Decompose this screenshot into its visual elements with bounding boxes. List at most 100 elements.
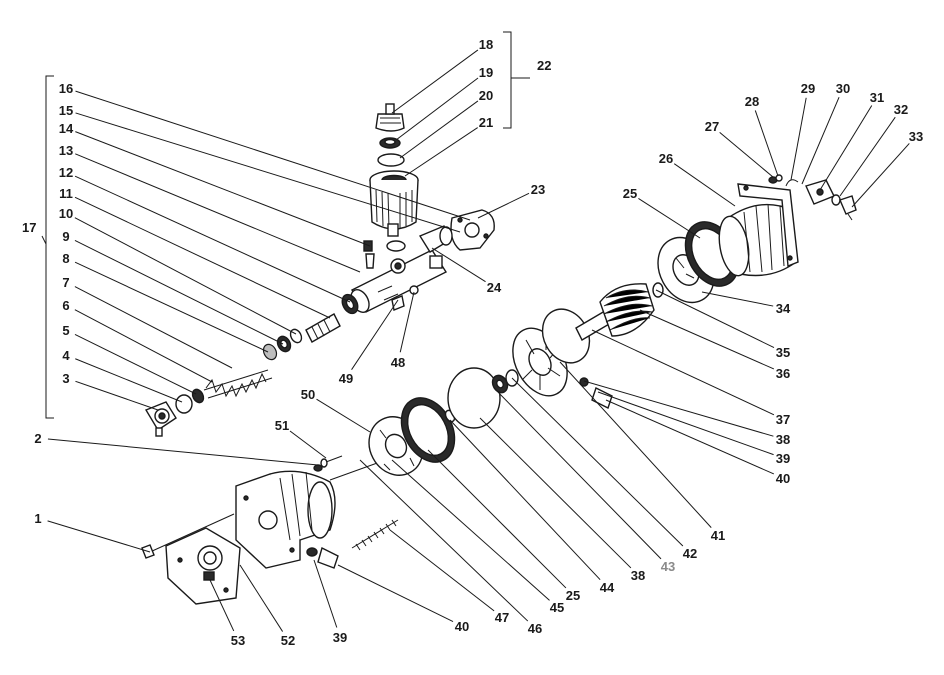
- callout-26: 26: [659, 151, 736, 207]
- leader-line: [75, 153, 361, 273]
- leader-line: [75, 131, 371, 247]
- leader-line: [395, 77, 479, 141]
- callout-label: 26: [659, 151, 673, 166]
- leader-line: [431, 247, 486, 283]
- callout-11: 11: [59, 186, 331, 319]
- leader-line: [655, 289, 775, 349]
- callout-42: 42: [511, 377, 697, 561]
- leader-line: [591, 329, 775, 416]
- leader-line: [209, 579, 235, 632]
- callout-34: 34: [701, 291, 791, 316]
- leader-line: [74, 175, 351, 303]
- callout-38a: 38: [583, 380, 790, 447]
- callout-label: 33: [909, 129, 923, 144]
- leader-line: [839, 116, 896, 197]
- part-clip-29: [785, 179, 799, 187]
- part-valve-body-30: [805, 179, 835, 205]
- callout-label: 7: [62, 275, 69, 290]
- callout-label: 3: [62, 371, 69, 386]
- callout-label: 18: [479, 37, 493, 52]
- bracket-22: 22: [503, 31, 551, 129]
- callout-label: 37: [776, 412, 790, 427]
- callout-38b: 38: [479, 417, 645, 583]
- callout-label: 41: [711, 528, 725, 543]
- leader-line: [851, 143, 910, 208]
- callout-label: 34: [776, 301, 791, 316]
- callout-label: 4: [62, 348, 70, 363]
- callout-27: 27: [705, 119, 774, 178]
- leader-line: [75, 380, 159, 411]
- part-piston-11: [305, 313, 341, 343]
- leader-line: [75, 90, 471, 221]
- part-union-40a: [591, 387, 613, 409]
- part-pin-33: [847, 213, 853, 221]
- leader-line: [316, 398, 371, 433]
- bracket-17: 17: [22, 75, 54, 419]
- callout-14: 14: [59, 121, 371, 247]
- callout-31: 31: [819, 90, 884, 191]
- callout-label: 43: [661, 559, 675, 574]
- callout-label: 39: [776, 451, 790, 466]
- leader-line: [754, 110, 779, 177]
- callout-label: 44: [600, 580, 615, 595]
- callout-label: 46: [528, 621, 542, 636]
- part-threaded-rod-47: [351, 519, 399, 551]
- leader-line: [583, 380, 774, 437]
- callout-label: 51: [275, 418, 289, 433]
- callout-45: 45: [391, 459, 564, 615]
- callout-13: 13: [59, 143, 361, 273]
- leader-line: [391, 49, 479, 114]
- callout-29: 29: [790, 81, 815, 181]
- callout-label: 52: [281, 633, 295, 648]
- part-diaphragm-44: [400, 397, 456, 463]
- leader-line: [673, 163, 736, 207]
- callout-label: 10: [59, 206, 73, 221]
- callout-25b: 25: [427, 449, 580, 603]
- callout-label: 13: [59, 143, 73, 158]
- part-washer-39b: [306, 547, 318, 557]
- leader-line: [701, 291, 774, 307]
- leader-line: [399, 100, 479, 159]
- callout-53: 53: [209, 579, 245, 648]
- callout-label: 40: [776, 471, 790, 486]
- part-front-plate-53: [165, 527, 241, 605]
- leader-line: [74, 309, 213, 383]
- callout-label: 20: [479, 88, 493, 103]
- callout-label: 28: [745, 94, 759, 109]
- callout-9: 9: [62, 229, 284, 345]
- leader-line: [47, 438, 319, 466]
- callout-label: 9: [62, 229, 69, 244]
- callout-label: 30: [836, 81, 850, 96]
- callout-label: 14: [59, 121, 74, 136]
- leader-line: [477, 192, 530, 219]
- part-ring-16: [439, 226, 453, 246]
- callout-label: 39: [333, 630, 347, 645]
- callout-52: 52: [239, 564, 295, 648]
- callout-label: 16: [59, 81, 73, 96]
- leader-line: [449, 419, 601, 581]
- callout-8: 8: [62, 251, 269, 353]
- leader-line: [74, 217, 297, 335]
- callout-33: 33: [851, 129, 923, 208]
- leader-line: [74, 333, 197, 395]
- callout-label: 50: [301, 387, 315, 402]
- callout-label: 8: [62, 251, 69, 266]
- callout-label: 27: [705, 119, 719, 134]
- leader-line: [790, 97, 807, 181]
- callout-32: 32: [839, 102, 908, 197]
- part-washer-28: [775, 174, 783, 182]
- leader-line: [47, 520, 151, 553]
- part-flange-23: [450, 209, 495, 251]
- callout-label: 23: [531, 182, 545, 197]
- callout-41: 41: [559, 361, 725, 543]
- callout-48: 48: [391, 291, 415, 370]
- callout-6: 6: [62, 298, 213, 383]
- leader-line: [391, 459, 550, 601]
- callout-4: 4: [62, 348, 183, 403]
- leader-line: [399, 291, 415, 353]
- leader-line: [511, 377, 684, 547]
- callout-label: 47: [495, 610, 509, 625]
- part-rear-housing-52: [235, 470, 336, 569]
- part-washer-8: [262, 343, 278, 361]
